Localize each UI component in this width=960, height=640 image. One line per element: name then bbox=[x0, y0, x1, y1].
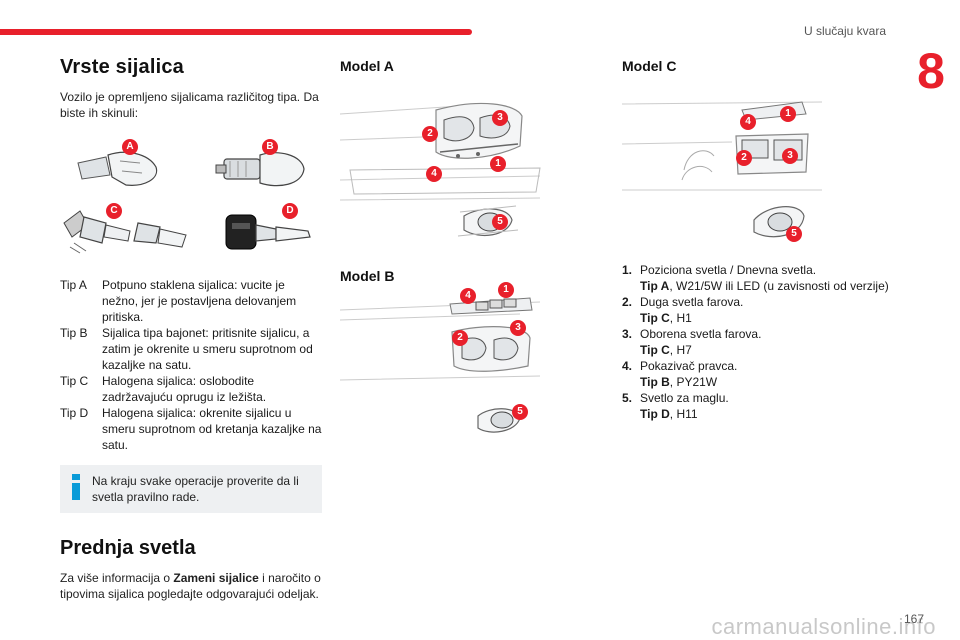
model-b-badge: 3 bbox=[510, 320, 526, 336]
model-a-badge: 3 bbox=[492, 110, 508, 126]
model-a-badge: 2 bbox=[422, 126, 438, 142]
badge-a: A bbox=[122, 139, 138, 155]
bulb-d-illustration bbox=[225, 214, 311, 250]
legend-title: Svetlo za maglu. bbox=[640, 391, 729, 405]
legend-tip: Tip C bbox=[640, 311, 670, 325]
legend-number: 2. bbox=[622, 295, 633, 309]
right-column: Model C 4 1 2 3 5 1. Poziciona svetla / … bbox=[622, 58, 898, 422]
legend-text: Svetlo za maglu. Tip D, H11 bbox=[640, 390, 729, 422]
legend-detail: , W21/5W ili LED (u zavisnosti od verzij… bbox=[669, 279, 889, 293]
more-info-text: Za više informacija o Zameni sijalice i … bbox=[60, 570, 322, 602]
legend-number: 3. bbox=[622, 327, 633, 341]
bulb-c-illustration bbox=[63, 210, 187, 254]
type-label: Tip C bbox=[60, 374, 89, 388]
model-b-badge: 2 bbox=[452, 330, 468, 346]
legend-item: 3. Oborena svetla farova. Tip C, H7 bbox=[622, 326, 898, 358]
model-b-badge: 5 bbox=[512, 404, 528, 420]
legend-title: Poziciona svetla / Dnevna svetla. bbox=[640, 263, 817, 277]
model-c-headlight-illustration bbox=[622, 101, 823, 238]
type-description: Halogena sijalica: okrenite sijalicu u s… bbox=[102, 406, 322, 452]
legend-item: 2. Duga svetla farova. Tip C, H1 bbox=[622, 294, 898, 326]
type-description: Sijalica tipa bajonet: pritisnite sijali… bbox=[102, 326, 313, 372]
legend-tip: Tip C bbox=[640, 343, 670, 357]
legend-detail: , PY21W bbox=[669, 375, 718, 389]
section-header: U slučaju kvara bbox=[803, 24, 886, 38]
model-a-headlight-illustration bbox=[340, 102, 541, 237]
model-c-badge: 2 bbox=[736, 150, 752, 166]
legend-text: Oborena svetla farova. Tip C, H7 bbox=[640, 326, 761, 358]
type-row: Tip D Halogena sijalica: okrenite sijali… bbox=[60, 405, 322, 453]
type-row: Tip B Sijalica tipa bajonet: pritisnite … bbox=[60, 325, 322, 373]
model-c-badge: 1 bbox=[780, 106, 796, 122]
type-label: Tip A bbox=[60, 278, 87, 292]
badge-c: C bbox=[106, 203, 122, 219]
chapter-color-bar bbox=[0, 29, 472, 35]
more-info-link-label: Zameni sijalice bbox=[173, 571, 259, 585]
more-info-prefix: Za više informacija o bbox=[60, 571, 174, 585]
legend-tip: Tip D bbox=[640, 407, 670, 421]
info-icon bbox=[72, 474, 80, 500]
model-a-figure: 2 3 4 1 5 bbox=[340, 80, 546, 250]
bulb-illustrations: A B C D bbox=[60, 133, 322, 263]
badge-b: B bbox=[262, 139, 278, 155]
legend-title: Pokazivač pravca. bbox=[640, 359, 738, 373]
model-c-title: Model C bbox=[622, 58, 677, 74]
info-box: Na kraju svake operacije proverite da li… bbox=[60, 465, 322, 513]
info-text: Na kraju svake operacije proverite da li… bbox=[92, 474, 299, 504]
type-label: Tip B bbox=[60, 326, 88, 340]
legend-item: 5. Svetlo za maglu. Tip D, H11 bbox=[622, 390, 898, 422]
legend-title: Oborena svetla farova. bbox=[640, 327, 762, 341]
bulb-a-illustration bbox=[77, 151, 158, 186]
model-a-badge: 5 bbox=[492, 214, 508, 230]
model-b-badge: 1 bbox=[498, 282, 514, 298]
type-description: Potpuno staklena sijalica: vucite je než… bbox=[102, 278, 297, 324]
legend-number: 1. bbox=[622, 263, 633, 277]
type-label: Tip D bbox=[60, 406, 89, 420]
section-title-front-lights: Prednja svetla bbox=[60, 537, 196, 559]
chapter-number: 8 bbox=[917, 43, 945, 99]
model-b-badge: 4 bbox=[460, 288, 476, 304]
more-info-suffix: i naročito o tipovima sijalica pogledajt… bbox=[60, 571, 321, 601]
model-b-figure: 4 1 2 3 5 bbox=[340, 280, 546, 440]
left-column: Vrste sijalica Vozilo je opremljeno sija… bbox=[60, 56, 322, 602]
legend-item: 1. Poziciona svetla / Dnevna svetla. Tip … bbox=[622, 262, 898, 294]
model-c-badge: 4 bbox=[740, 114, 756, 130]
legend-number: 5. bbox=[622, 391, 633, 405]
legend-text: Duga svetla farova. Tip C, H1 bbox=[640, 294, 743, 326]
model-a-badge: 4 bbox=[426, 166, 442, 182]
section-title-bulb-types: Vrste sijalica bbox=[60, 56, 185, 78]
model-c-badge: 3 bbox=[782, 148, 798, 164]
bulb-types-list: Tip A Potpuno staklena sijalica: vucite … bbox=[60, 277, 322, 453]
watermark: carmanualsonline.info bbox=[711, 614, 936, 639]
model-a-badge: 1 bbox=[490, 156, 506, 172]
model-c-figure: 4 1 2 3 5 bbox=[622, 80, 828, 248]
legend-tip: Tip A bbox=[640, 279, 670, 293]
type-row: Tip A Potpuno staklena sijalica: vucite … bbox=[60, 277, 322, 325]
legend-tip: Tip B bbox=[640, 375, 670, 389]
legend-text: Poziciona svetla / Dnevna svetla. Tip A, … bbox=[640, 262, 889, 294]
model-b-title: Model B bbox=[340, 268, 395, 284]
bulb-b-illustration bbox=[215, 152, 305, 187]
type-row: Tip C Halogena sijalica: oslobodite zadr… bbox=[60, 373, 322, 405]
legend-detail: , H1 bbox=[669, 311, 692, 325]
bulb-legend: 1. Poziciona svetla / Dnevna svetla. Tip … bbox=[622, 262, 898, 422]
legend-text: Pokazivač pravca. Tip B, PY21W bbox=[640, 358, 737, 390]
legend-detail: , H11 bbox=[669, 407, 698, 421]
legend-title: Duga svetla farova. bbox=[640, 295, 744, 309]
legend-number: 4. bbox=[622, 359, 633, 373]
middle-column: Model A 2 3 4 1 5 Model B bbox=[340, 58, 546, 440]
legend-item: 4. Pokazivač pravca. Tip B, PY21W bbox=[622, 358, 898, 390]
legend-detail: , H7 bbox=[669, 343, 692, 357]
model-c-badge: 5 bbox=[786, 226, 802, 242]
badge-d: D bbox=[282, 203, 298, 219]
type-description: Halogena sijalica: oslobodite zadržavaju… bbox=[102, 374, 267, 404]
page-number: 167 bbox=[903, 612, 924, 626]
intro-text: Vozilo je opremljeno sijalicama različit… bbox=[60, 90, 319, 120]
model-a-title: Model A bbox=[340, 58, 394, 74]
